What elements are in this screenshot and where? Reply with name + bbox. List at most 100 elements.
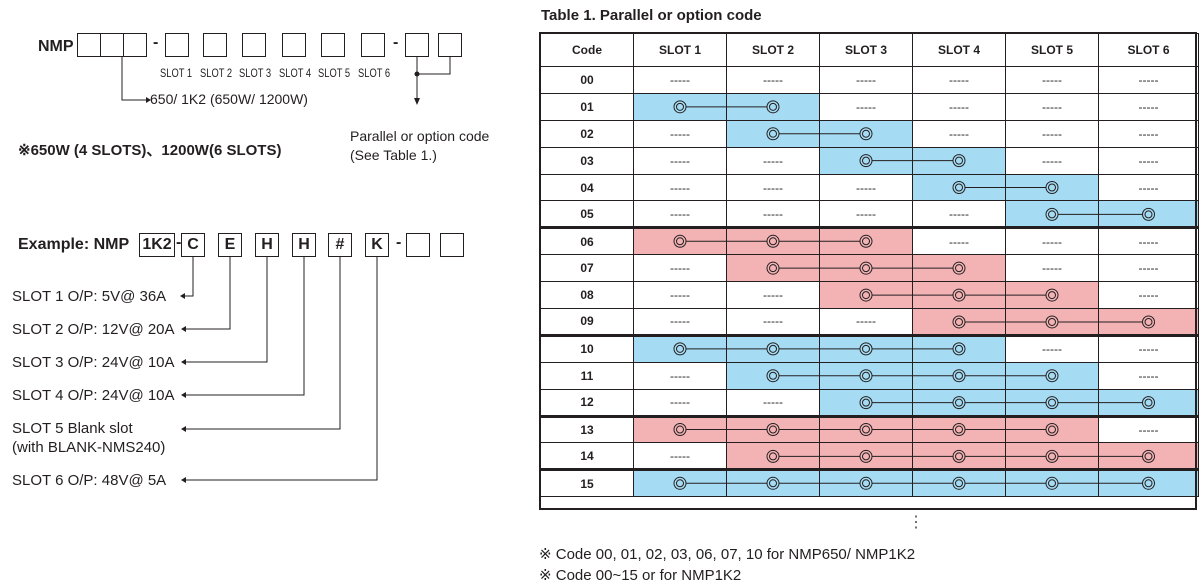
slot-cell-empty: ----- xyxy=(1098,254,1199,283)
row-code: 13 xyxy=(540,414,634,444)
slot-cell-parallel xyxy=(912,361,1006,390)
slot-cell-parallel xyxy=(726,92,820,121)
slot-cell-parallel xyxy=(726,414,820,444)
table-row: 11---------- xyxy=(540,361,1199,390)
row-code: 01 xyxy=(540,92,634,121)
slot-cell-empty: ----- xyxy=(633,119,727,148)
slot-cell-parallel xyxy=(819,442,913,471)
header-code: Code xyxy=(540,33,634,67)
slot-cell-parallel xyxy=(819,361,913,390)
slot-cell-parallel xyxy=(819,146,913,175)
option-box-1 xyxy=(405,33,429,57)
row-code: 15 xyxy=(540,468,634,498)
slot-cell-empty: ----- xyxy=(726,66,820,94)
option-box-2 xyxy=(438,33,462,57)
slot-cell-parallel xyxy=(1005,361,1099,390)
slot-cell-empty: ----- xyxy=(726,200,820,229)
slot-cell-empty: ----- xyxy=(633,308,727,336)
slot-cell-parallel xyxy=(912,333,1006,363)
slot-cell-parallel xyxy=(1098,468,1199,498)
table-row: 00------------------------------ xyxy=(540,66,1199,94)
slot-cell-empty: ----- xyxy=(1005,333,1099,363)
header-slot: SLOT 2 xyxy=(726,33,820,67)
vertical-dots: ⋮ xyxy=(908,514,924,531)
slot-cell-empty: ----- xyxy=(633,146,727,175)
model-box-2 xyxy=(100,33,124,57)
slot-cell-parallel xyxy=(819,388,913,417)
slot-cell-empty: ----- xyxy=(912,92,1006,121)
slot-cell-parallel xyxy=(633,92,727,121)
slot-cell-empty: ----- xyxy=(633,281,727,310)
row-code: 11 xyxy=(540,361,634,390)
table-row: 08--------------- xyxy=(540,281,1199,310)
slot-cell-parallel xyxy=(1005,414,1099,444)
slot-cell-empty: ----- xyxy=(819,66,913,94)
table-title: Table 1. Parallel or option code xyxy=(541,7,762,24)
example-slot-box: H xyxy=(255,233,279,257)
table-row: 13 ----- xyxy=(540,414,1199,444)
slot-cell-empty: ----- xyxy=(912,200,1006,229)
slot-cell-parallel xyxy=(819,333,913,363)
slot-box-5 xyxy=(321,33,345,57)
slots-note: ※650W (4 SLOTS)、1200W(6 SLOTS) xyxy=(18,142,282,159)
slot-cell-empty: ----- xyxy=(1005,92,1099,121)
slot-cell-empty: ----- xyxy=(819,173,913,202)
slot-label: SLOT 4 xyxy=(279,66,312,80)
header-slot: SLOT 5 xyxy=(1005,33,1099,67)
slot-cell-parallel xyxy=(726,361,820,390)
slot-cell-parallel xyxy=(819,119,913,148)
slot-cell-empty: ----- xyxy=(1098,281,1199,310)
slot-description: SLOT 2 O/P: 12V@ 20A xyxy=(12,321,175,338)
table-row: 14----- xyxy=(540,442,1199,471)
slot-cell-parallel xyxy=(1005,388,1099,417)
slot-cell-empty: ----- xyxy=(633,388,727,417)
slot-cell-parallel xyxy=(912,254,1006,283)
table-row: 09--------------- xyxy=(540,308,1199,336)
row-code: 04 xyxy=(540,173,634,202)
slot-cell-empty: ----- xyxy=(1098,119,1199,148)
slot-cell-parallel xyxy=(633,226,727,256)
slot-cell-parallel xyxy=(726,254,820,283)
table-note: ※ Code 00~15 or for NMP1K2 xyxy=(539,567,742,584)
slot-cell-empty: ----- xyxy=(912,66,1006,94)
example-option-box-1 xyxy=(406,233,430,257)
slot-cell-parallel xyxy=(633,333,727,363)
slot-box-6 xyxy=(361,33,385,57)
slot-cell-parallel xyxy=(912,281,1006,310)
slot-cell-parallel xyxy=(1005,442,1099,471)
example-label: Example: NMP xyxy=(18,236,130,253)
slot-cell-empty: ----- xyxy=(1098,333,1199,363)
slot-box-3 xyxy=(242,33,266,57)
slot-cell-empty: ----- xyxy=(1098,146,1199,175)
parallel-note-line2: (See Table 1.) xyxy=(350,147,437,163)
slot-cell-parallel xyxy=(912,414,1006,444)
row-code: 12 xyxy=(540,388,634,417)
row-code: 00 xyxy=(540,66,634,94)
slot-cell-empty: ----- xyxy=(633,66,727,94)
row-code: 06 xyxy=(540,226,634,256)
table-row: 07--------------- xyxy=(540,254,1199,283)
table-note: ※ Code 00, 01, 02, 03, 06, 07, 10 for NM… xyxy=(539,546,916,563)
slot-cell-parallel xyxy=(1005,468,1099,498)
slot-cell-parallel xyxy=(1098,200,1199,229)
model-prefix: NMP xyxy=(38,38,74,55)
slot-cell-parallel xyxy=(1005,281,1099,310)
slot-cell-empty: ----- xyxy=(633,200,727,229)
slot-cell-parallel xyxy=(912,146,1006,175)
slot-cell-empty: ----- xyxy=(633,173,727,202)
slot-cell-empty: ----- xyxy=(1005,119,1099,148)
slot-cell-parallel xyxy=(912,388,1006,417)
slot-cell-empty: ----- xyxy=(1005,226,1099,256)
model-code-leader-lines xyxy=(121,57,451,105)
table-row: 04-------------------- xyxy=(540,173,1199,202)
slot-cell-parallel xyxy=(726,468,820,498)
slot-cell-empty: ----- xyxy=(726,281,820,310)
example-slot-box: H xyxy=(292,233,316,257)
slot-description: SLOT 5 Blank slot xyxy=(12,420,133,437)
row-code: 09 xyxy=(540,308,634,336)
slot-cell-empty: ----- xyxy=(1098,414,1199,444)
example-leader-lines xyxy=(180,257,378,483)
slot-label: SLOT 3 xyxy=(239,66,272,80)
